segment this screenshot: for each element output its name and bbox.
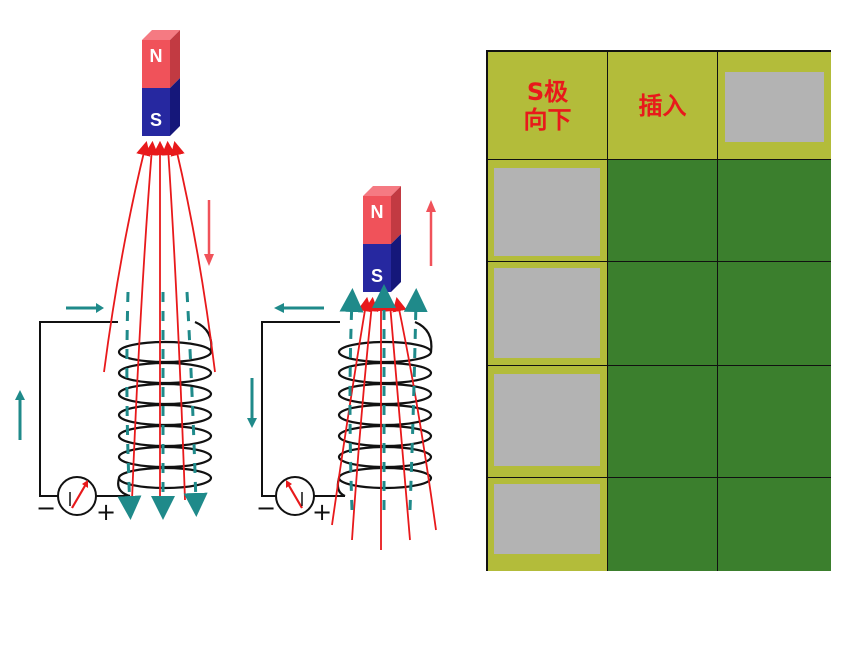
- table-row-2-cell-2: [718, 262, 831, 366]
- table-row-3-cell-1: [608, 366, 718, 478]
- left-galvanometer: − +: [36, 476, 116, 526]
- right-motion-arrow: [426, 200, 436, 266]
- left-current-arrow-top: [66, 303, 104, 313]
- row-3-placeholder-box: [494, 374, 600, 466]
- table-row-1-cell-2: [718, 160, 831, 262]
- left-magnet-n-label: N: [150, 46, 163, 66]
- left-induced-field: [117, 291, 208, 520]
- right-galvanometer: − +: [256, 476, 332, 526]
- left-setup: N S: [15, 30, 216, 526]
- right-galvanometer-plus: +: [312, 498, 332, 526]
- left-galvanometer-plus: +: [96, 498, 116, 526]
- left-magnet-north: [142, 40, 170, 88]
- table-row-4-label: [488, 478, 608, 571]
- right-magnet-n-label: N: [371, 202, 384, 222]
- header-placeholder-box: [725, 72, 824, 142]
- table-row-1-label: [488, 160, 608, 262]
- table-header-magnet-pole: S极 向下: [488, 52, 608, 160]
- left-magnet-s-label: S: [150, 110, 162, 130]
- left-motion-arrow: [204, 200, 214, 266]
- left-magnet-south: [142, 88, 170, 136]
- left-galvanometer-minus: −: [36, 494, 56, 522]
- table-header-blank: [718, 52, 831, 160]
- left-field-lines: [103, 140, 216, 505]
- right-induced-field: [339, 284, 428, 511]
- table-row-2-cell-1: [608, 262, 718, 366]
- right-setup: N S: [247, 186, 437, 550]
- induction-table: S极 向下 插入: [486, 50, 831, 571]
- left-galvanometer-needle: [71, 483, 87, 509]
- right-magnet-north: [363, 196, 391, 244]
- right-galvanometer-minus: −: [256, 494, 276, 522]
- table-row-3-cell-2: [718, 366, 831, 478]
- table-row-4-cell-1: [608, 478, 718, 571]
- row-2-placeholder-box: [494, 268, 600, 358]
- table-row-1-cell-1: [608, 160, 718, 262]
- right-circuit-wire: [261, 321, 345, 497]
- table-row-3-label: [488, 366, 608, 478]
- left-coil: [117, 320, 213, 498]
- right-current-arrow-side: [247, 378, 257, 428]
- right-current-arrow-top: [274, 303, 324, 313]
- left-bar-magnet: N S: [142, 30, 180, 136]
- left-circuit-wire: [39, 321, 130, 497]
- left-current-arrow-side: [15, 390, 25, 440]
- right-magnet-s-label: S: [371, 266, 383, 286]
- table-header-motion: 插入: [608, 52, 718, 160]
- right-galvanometer-needle: [287, 483, 303, 509]
- table-row-2-label: [488, 262, 608, 366]
- row-4-placeholder-box: [494, 484, 600, 554]
- table-row-4-cell-2: [718, 478, 831, 571]
- electromagnetic-induction-diagram: N S: [15, 30, 437, 550]
- row-1-placeholder-box: [494, 168, 600, 256]
- right-bar-magnet: N S: [363, 186, 401, 292]
